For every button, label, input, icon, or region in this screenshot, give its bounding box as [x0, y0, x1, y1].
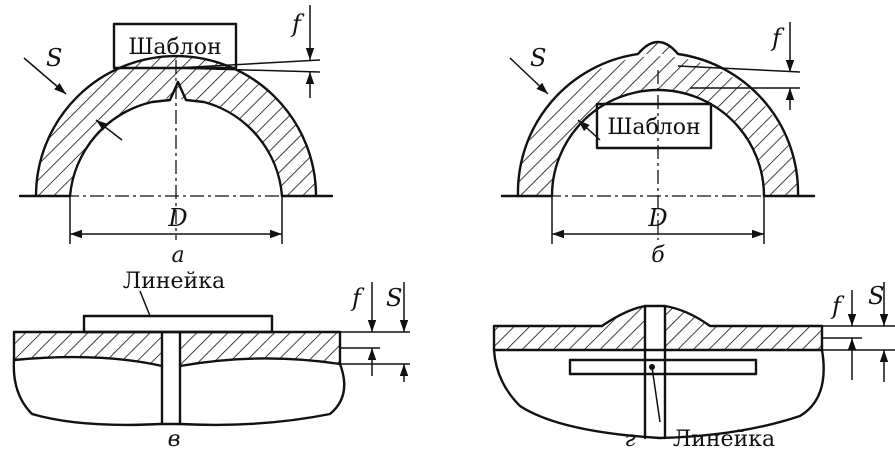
- caption-a: а: [171, 243, 184, 268]
- dim-d-a: D: [167, 204, 187, 232]
- diameter-dimension-b: D: [551, 196, 765, 244]
- dim-s-v: S: [386, 284, 402, 312]
- deviation-dimension-b: f: [770, 22, 795, 110]
- dim-d-b: D: [647, 204, 667, 232]
- caption-b: б: [651, 243, 665, 268]
- plate-section-g: [492, 304, 895, 440]
- diameter-dimension-a: D: [69, 196, 283, 244]
- template-a: Шаблон: [112, 22, 321, 73]
- thickness-dimension-a: S: [23, 44, 123, 141]
- dim-s-g: S: [868, 282, 884, 310]
- template-label-a: Шаблон: [128, 35, 221, 60]
- ruler-label-g: Линейка: [673, 427, 775, 452]
- template-label-b: Шаблон: [607, 115, 700, 140]
- dim-f-g: f: [830, 292, 845, 320]
- deviation-dimension-a: f: [290, 5, 315, 98]
- deviation-dimension-v: f: [340, 282, 380, 376]
- ruler-v: Линейка: [82, 269, 274, 334]
- plate-section-v: [12, 330, 410, 427]
- caption-g: г: [624, 427, 635, 452]
- shell-section-b: [500, 40, 816, 240]
- panel-v: Линейка f S в: [12, 269, 410, 452]
- caption-v: в: [168, 427, 181, 452]
- dim-f-v: f: [350, 284, 365, 312]
- panel-g: Линейка f S г: [492, 282, 895, 452]
- dim-s-a: S: [46, 44, 62, 72]
- deviation-dimension-g: f: [830, 290, 857, 380]
- thickness-dimension-g: S: [868, 282, 889, 382]
- dim-f-b: f: [770, 24, 785, 52]
- template-b: Шаблон: [595, 65, 801, 150]
- thickness-dimension-v: S: [380, 282, 410, 382]
- ruler-g: Линейка: [568, 358, 775, 452]
- thickness-dimension-b: S: [509, 44, 601, 141]
- panel-b: Шаблон f S D б: [500, 22, 816, 268]
- dim-s-b: S: [530, 44, 546, 72]
- dim-f-a: f: [290, 10, 305, 38]
- panel-a: Шаблон f S D а: [18, 5, 334, 268]
- ruler-label-v: Линейка: [123, 269, 225, 294]
- shell-section-a: [18, 54, 334, 240]
